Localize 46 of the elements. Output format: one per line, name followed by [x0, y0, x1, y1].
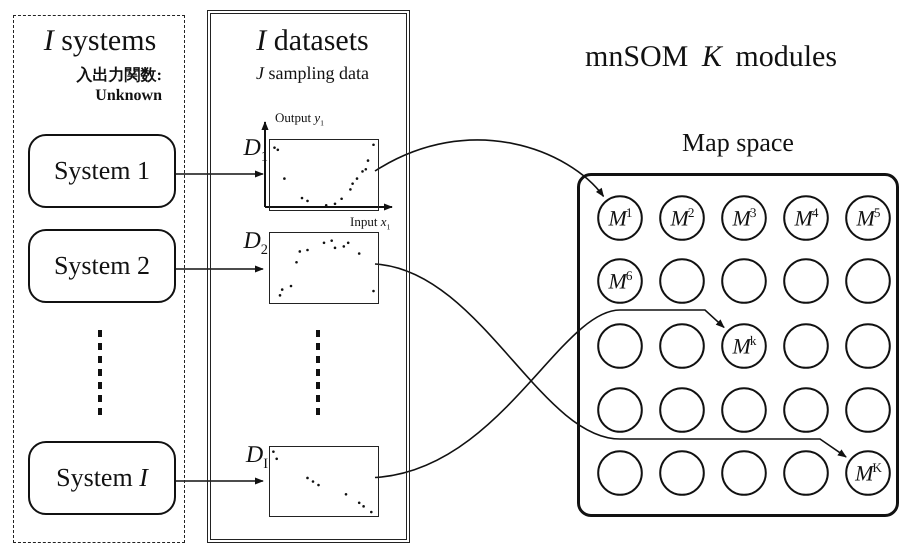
panel-heading: I datasets [255, 23, 370, 59]
module-circle [721, 450, 767, 496]
map-space-heading: Map space [681, 128, 795, 158]
module-circle [721, 387, 767, 433]
module-circle [659, 258, 705, 304]
arrow [175, 265, 264, 273]
module-circle: M$^{5}$ [845, 195, 891, 241]
module-circle: M$^{3}$ [721, 195, 767, 241]
module-circle [659, 450, 705, 496]
panel-heading: I systems [42, 23, 158, 59]
system-box: System 1 [28, 134, 176, 208]
module-circle: M$^{K}$ [845, 450, 891, 496]
module-circle [659, 387, 705, 433]
arrow [374, 309, 725, 478]
module-circle [783, 323, 829, 369]
module-circle [597, 450, 643, 496]
module-circle [659, 323, 705, 369]
system-box: System 2 [28, 229, 176, 303]
arrow [175, 477, 264, 485]
datasets-panel [207, 10, 410, 543]
module-circle [783, 258, 829, 304]
axis-label: Output y$_{1}$ [275, 110, 326, 128]
module-circle: M$^{4}$ [783, 195, 829, 241]
module-circle [783, 387, 829, 433]
module-circle [845, 258, 891, 304]
panel-subheading: J sampling data [255, 62, 370, 84]
module-circle [597, 323, 643, 369]
module-circle: M$^{1}$ [597, 195, 643, 241]
module-circle [845, 387, 891, 433]
module-circle: M$^{6}$ [597, 258, 643, 304]
arrow [374, 263, 847, 458]
systems-panel [13, 15, 185, 543]
module-circle [597, 387, 643, 433]
module-circle: M$^{k}$ [721, 323, 767, 369]
axis-label: Input x$_{1}$ [350, 214, 392, 232]
arrow [374, 139, 604, 198]
system-box: System I [28, 441, 176, 515]
module-circle [845, 323, 891, 369]
panel-note: 入出力関数: Unknown [75, 66, 162, 106]
diagram-heading: mnSOM K modules [585, 40, 838, 74]
dataset-label: D$_{2}$ [242, 227, 268, 260]
module-circle [721, 258, 767, 304]
dataset-label: D$_{I}$ [244, 441, 268, 474]
module-circle [783, 450, 829, 496]
arrow [175, 170, 264, 178]
module-circle: M$^{2}$ [659, 195, 705, 241]
